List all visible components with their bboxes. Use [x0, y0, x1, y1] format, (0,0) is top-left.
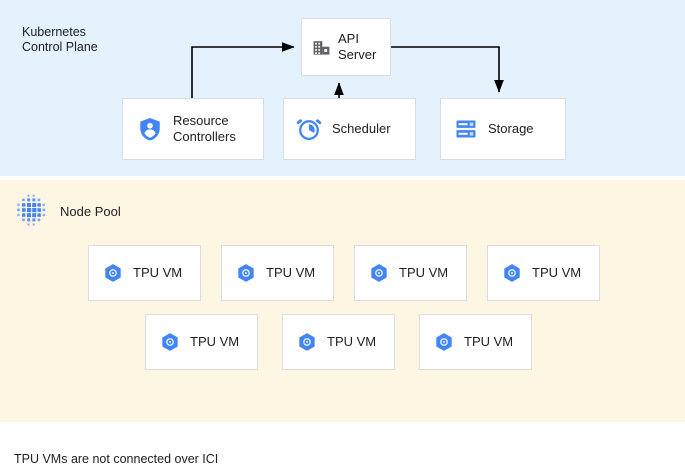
- node-api-server-label: API Server: [338, 31, 377, 62]
- tpu-hex-icon: [501, 262, 523, 284]
- control-plane-title: Kubernetes Control Plane: [22, 25, 98, 54]
- tpu-vm-box[interactable]: TPU VM: [88, 245, 201, 301]
- diagram-caption: TPU VMs are not connected over ICI: [14, 452, 219, 466]
- tpu-hex-icon: [102, 262, 124, 284]
- tpu-vm-label: TPU VM: [399, 265, 449, 280]
- node-scheduler-label: Scheduler: [332, 121, 391, 136]
- tpu-hex-icon: [235, 262, 257, 284]
- node-pool-panel: [0, 180, 685, 422]
- tpu-hex-icon: [296, 331, 318, 353]
- shield-person-icon: [137, 116, 163, 142]
- node-storage[interactable]: Storage: [440, 98, 566, 160]
- tpu-vm-label: TPU VM: [327, 334, 377, 349]
- node-storage-label: Storage: [488, 121, 534, 136]
- tpu-vm-box[interactable]: TPU VM: [354, 245, 467, 301]
- tpu-hex-icon: [433, 331, 455, 353]
- tpu-vm-box[interactable]: TPU VM: [221, 245, 334, 301]
- node-resource-controllers-label: Resource Controllers: [173, 113, 236, 144]
- tpu-vm-box[interactable]: TPU VM: [282, 314, 395, 370]
- node-api-server[interactable]: API Server: [301, 18, 391, 76]
- tpu-vm-box[interactable]: TPU VM: [487, 245, 600, 301]
- node-pool-dots-icon: [12, 193, 48, 229]
- node-pool-title: Node Pool: [60, 204, 121, 219]
- tpu-hex-icon: [159, 331, 181, 353]
- tpu-vm-label: TPU VM: [266, 265, 316, 280]
- tpu-vm-label: TPU VM: [464, 334, 514, 349]
- node-resource-controllers[interactable]: Resource Controllers: [122, 98, 264, 160]
- node-scheduler[interactable]: Scheduler: [283, 98, 416, 160]
- tpu-vm-label: TPU VM: [190, 334, 240, 349]
- tpu-vm-box[interactable]: TPU VM: [145, 314, 258, 370]
- tpu-vm-box[interactable]: TPU VM: [419, 314, 532, 370]
- building-icon: [312, 38, 331, 57]
- tpu-hex-icon: [368, 262, 390, 284]
- alarm-clock-icon: [296, 116, 322, 142]
- tpu-vm-label: TPU VM: [133, 265, 183, 280]
- server-storage-icon: [454, 117, 478, 141]
- tpu-vm-label: TPU VM: [532, 265, 582, 280]
